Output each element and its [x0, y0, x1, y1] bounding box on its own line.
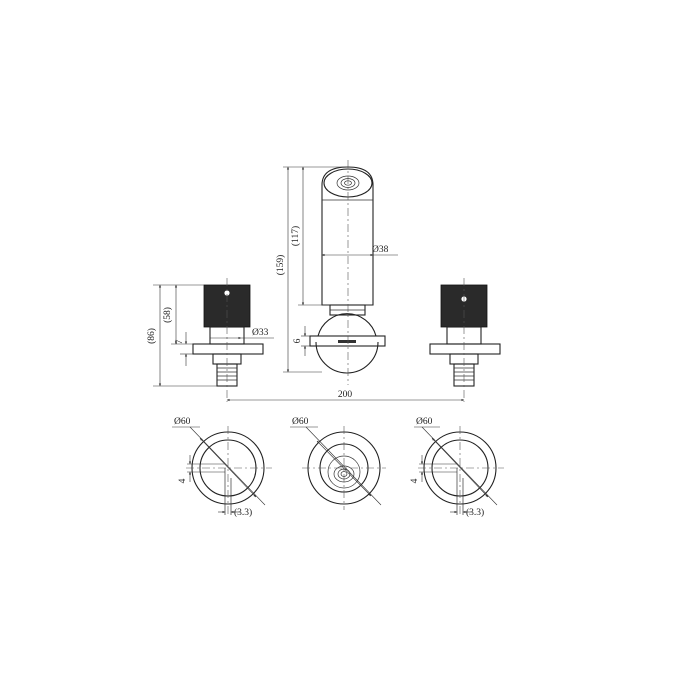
spout-elevation — [309, 160, 386, 385]
spout-plan: Ø60 — [290, 417, 386, 510]
left-handle-base-plate — [192, 343, 264, 355]
spout-ball-joint — [315, 341, 379, 374]
spout-body — [321, 166, 374, 306]
dim-left-offset-4: 4 — [178, 478, 188, 483]
spout-dimensions: (159) (117) 6 Ø38 — [275, 166, 398, 373]
left-handle-plan: Ø60 4 (3.3) — [172, 417, 272, 518]
dim-spout-height-159: (159) — [275, 255, 286, 276]
dim-right-hole-3-3: (3.3) — [466, 507, 484, 518]
right-handle-plan: Ø60 4 (3.3) — [410, 417, 504, 518]
dim-spout-gap-6: 6 — [293, 338, 303, 343]
dim-center-distance-200: 200 — [338, 390, 353, 400]
right-handle-base-plate — [429, 343, 501, 355]
dim-handle-height-58: (58) — [162, 307, 173, 323]
spout-base-plate — [309, 335, 386, 347]
spout-base-label — [338, 340, 356, 343]
dim-spout-dia-38: Ø38 — [372, 245, 389, 255]
dim-left-plate-dia-60: Ø60 — [174, 417, 191, 427]
left-handle-dimensions: (86) (58) 7 Ø33 — [146, 284, 274, 387]
dim-center-plate-dia-60: Ø60 — [292, 417, 309, 427]
dim-left-hole-3-3: (3.3) — [234, 507, 252, 518]
dim-handle-gap-7: 7 — [175, 339, 185, 344]
dim-right-plate-dia-60: Ø60 — [416, 417, 433, 427]
left-handle-elevation — [192, 278, 264, 402]
right-handle-elevation — [429, 278, 501, 402]
dim-handle-dia-33: Ø33 — [252, 328, 269, 338]
center-distance-dimension: 200 — [226, 390, 465, 402]
dim-spout-height-117: (117) — [290, 226, 301, 246]
left-handle-indicator-dot — [224, 290, 230, 296]
dim-handle-height-86: (86) — [146, 328, 157, 344]
dim-right-offset-4: 4 — [410, 478, 420, 483]
